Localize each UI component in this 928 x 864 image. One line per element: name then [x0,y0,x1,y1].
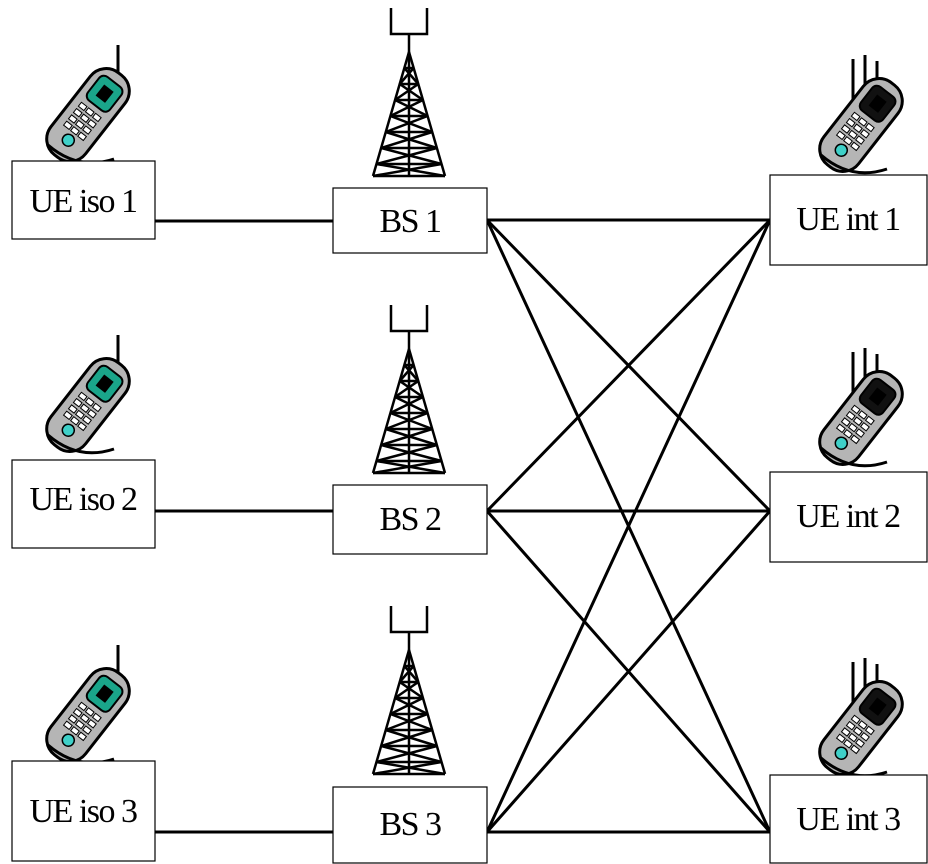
iso-links [153,219,335,834]
bs-3-node: BS 3 [332,786,488,864]
bs-2-node: BS 2 [332,484,488,555]
mobile-phone-icon [818,658,904,778]
bs-2-label: BS 2 [379,501,441,538]
mobile-phone-icon [818,348,904,468]
radio-tower-icon [371,305,447,475]
ue-iso-3-node: UE iso 3 [11,760,156,862]
bs-3-label: BS 3 [379,806,441,843]
ue-iso-2-node: UE iso 2 [11,459,156,549]
ue-int-2-node: UE int 2 [769,471,928,563]
ue-int-1-node: UE int 1 [769,174,928,266]
ue-iso-3-label: UE iso 3 [30,793,138,830]
ue-int-3-label: UE int 3 [796,801,900,838]
ue-iso-1-node: UE iso 1 [11,160,156,240]
mobile-phone-icon [45,45,131,165]
ue-int-3-node: UE int 3 [769,774,928,864]
ue-int-1-label: UE int 1 [796,201,899,238]
bs-1-node: BS 1 [332,187,488,254]
radio-tower-icon [371,8,447,178]
ue-int-2-label: UE int 2 [796,498,900,535]
mobile-phone-icon [45,645,131,765]
ue-iso-2-label: UE iso 2 [30,481,138,518]
link-bs-2-ue-int-1 [485,218,772,513]
mobile-phone-icon [818,55,904,175]
bs-1-label: BS 1 [379,203,440,240]
mobile-phone-icon [45,335,131,455]
link-bs-3-ue-int-1 [485,218,772,834]
int-links [485,218,772,834]
link-bs-3-ue-int-2 [485,509,772,834]
ue-iso-1-label: UE iso 1 [30,183,137,220]
radio-tower-icon [371,606,447,776]
